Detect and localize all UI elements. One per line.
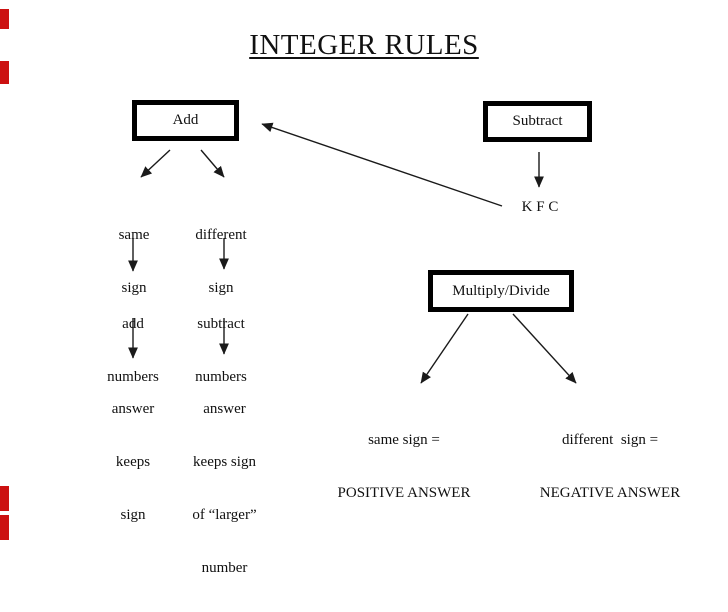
answer-keeps-larger-node: answer keeps sign of “larger” number [164, 366, 285, 612]
same-sign-line2: sign [121, 279, 147, 296]
answer-keeps-larger-line3: of “larger” [192, 506, 257, 523]
red-accent-bar [0, 9, 9, 29]
add-numbers-line2: numbers [107, 368, 159, 385]
multiply-divide-box: Multiply/Divide [428, 270, 574, 312]
same-sign-node: same sign [89, 192, 179, 333]
different-sign-node: different sign [176, 192, 266, 333]
arrow-add-to-same-sign [140, 149, 171, 178]
red-accent-bar [0, 61, 9, 84]
add-box-label: Add [172, 112, 199, 128]
add-numbers-node: add numbers [88, 281, 178, 422]
red-accent-bar [0, 515, 9, 540]
answer-keeps-sign-node: answer keeps sign [88, 366, 178, 560]
add-numbers-line1: add [122, 316, 144, 333]
answer-keeps-sign-line1: answer [111, 401, 155, 418]
red-accent-bar [0, 486, 9, 511]
arrow-multiply-to-negative [512, 313, 577, 384]
arrow-kfc-to-add [261, 122, 503, 207]
positive-answer-node: same sign = POSITIVE ANSWER [322, 397, 486, 538]
answer-keeps-larger-line2: keeps sign [193, 453, 256, 470]
subtract-box: Subtract [483, 101, 592, 142]
negative-answer-line2: NEGATIVE ANSWER [539, 484, 681, 501]
answer-keeps-larger-line4: number [201, 559, 248, 576]
subtract-box-label: Subtract [512, 113, 563, 129]
slide: INTEGER RULES Add Subtract Multiply/Divi… [0, 9, 702, 576]
answer-keeps-sign-line3: sign [120, 506, 146, 523]
positive-answer-line2: POSITIVE ANSWER [337, 484, 471, 501]
answer-keeps-sign-line2: keeps [115, 453, 151, 470]
multiply-divide-box-label: Multiply/Divide [452, 282, 550, 299]
subtract-numbers-line1: subtract [197, 316, 245, 333]
arrow-add-to-different-sign [200, 149, 225, 178]
same-sign-line1: same [118, 227, 150, 244]
different-sign-line1: different [195, 227, 247, 244]
add-box: Add [132, 100, 239, 141]
subtract-numbers-node: subtract numbers [171, 281, 271, 422]
answer-keeps-larger-line1: answer [203, 401, 246, 418]
negative-answer-line1: different sign = [561, 432, 659, 449]
positive-answer-line1: same sign = [368, 432, 440, 449]
kfc-node: K F C [521, 199, 559, 215]
different-sign-line2: sign [208, 279, 234, 296]
subtract-numbers-line2: numbers [195, 368, 247, 385]
arrow-multiply-to-positive [420, 313, 469, 384]
negative-answer-node: different sign = NEGATIVE ANSWER [518, 397, 702, 538]
page-title: INTEGER RULES [249, 29, 479, 61]
